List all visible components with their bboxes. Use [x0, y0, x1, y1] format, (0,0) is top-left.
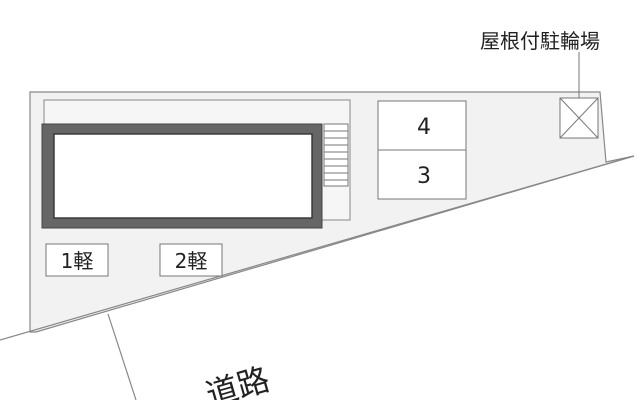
parking-space-3-label: 3	[417, 164, 431, 189]
parking-space-1kei	[45, 243, 109, 277]
parking-space-2kei	[159, 243, 223, 277]
road-edge-side	[107, 313, 137, 400]
parking-space-1kei-label: 1軽	[61, 249, 94, 273]
parking-space-2kei-label: 2軽	[175, 249, 208, 273]
stairs	[323, 123, 349, 187]
parking-space-3	[377, 149, 467, 200]
building-inner	[53, 133, 313, 219]
road-label: 道路	[202, 360, 274, 400]
bicycle-parking-box	[559, 97, 599, 139]
road-edge-upper	[0, 155, 635, 341]
parking-space-4-label: 4	[417, 115, 431, 140]
bicycle-parking-label: 屋根付駐輪場	[480, 29, 600, 53]
parking-space-4	[377, 100, 467, 151]
